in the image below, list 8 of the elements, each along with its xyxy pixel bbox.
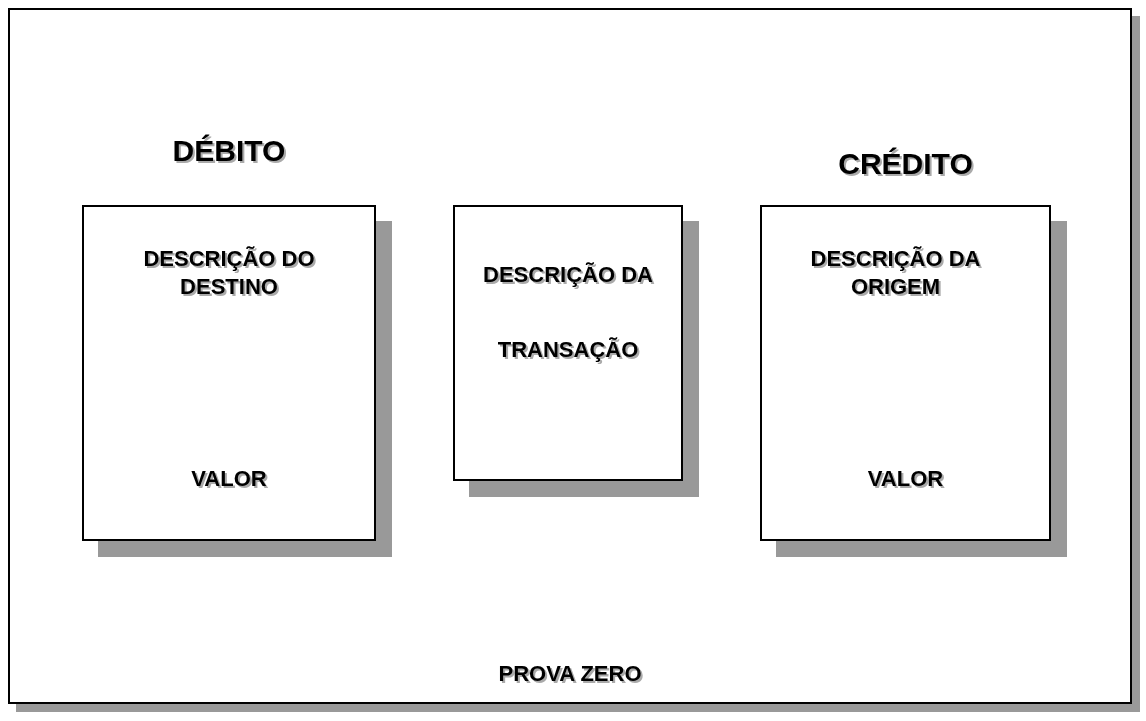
field-label: VALOR bbox=[190, 465, 268, 493]
field-label: VALOR bbox=[866, 465, 945, 493]
field-label: DESCRIÇÃO DO DESTINO bbox=[142, 245, 316, 301]
column-heading: DÉBITO bbox=[171, 133, 287, 169]
field-label: DESCRIÇÃO DA ORIGEM bbox=[809, 245, 982, 301]
footer-label: PROVA ZERO bbox=[497, 660, 643, 688]
field-label: DESCRIÇÃO DA TRANSAÇÃO bbox=[482, 261, 654, 364]
column-heading: CRÉDITO bbox=[837, 146, 974, 182]
